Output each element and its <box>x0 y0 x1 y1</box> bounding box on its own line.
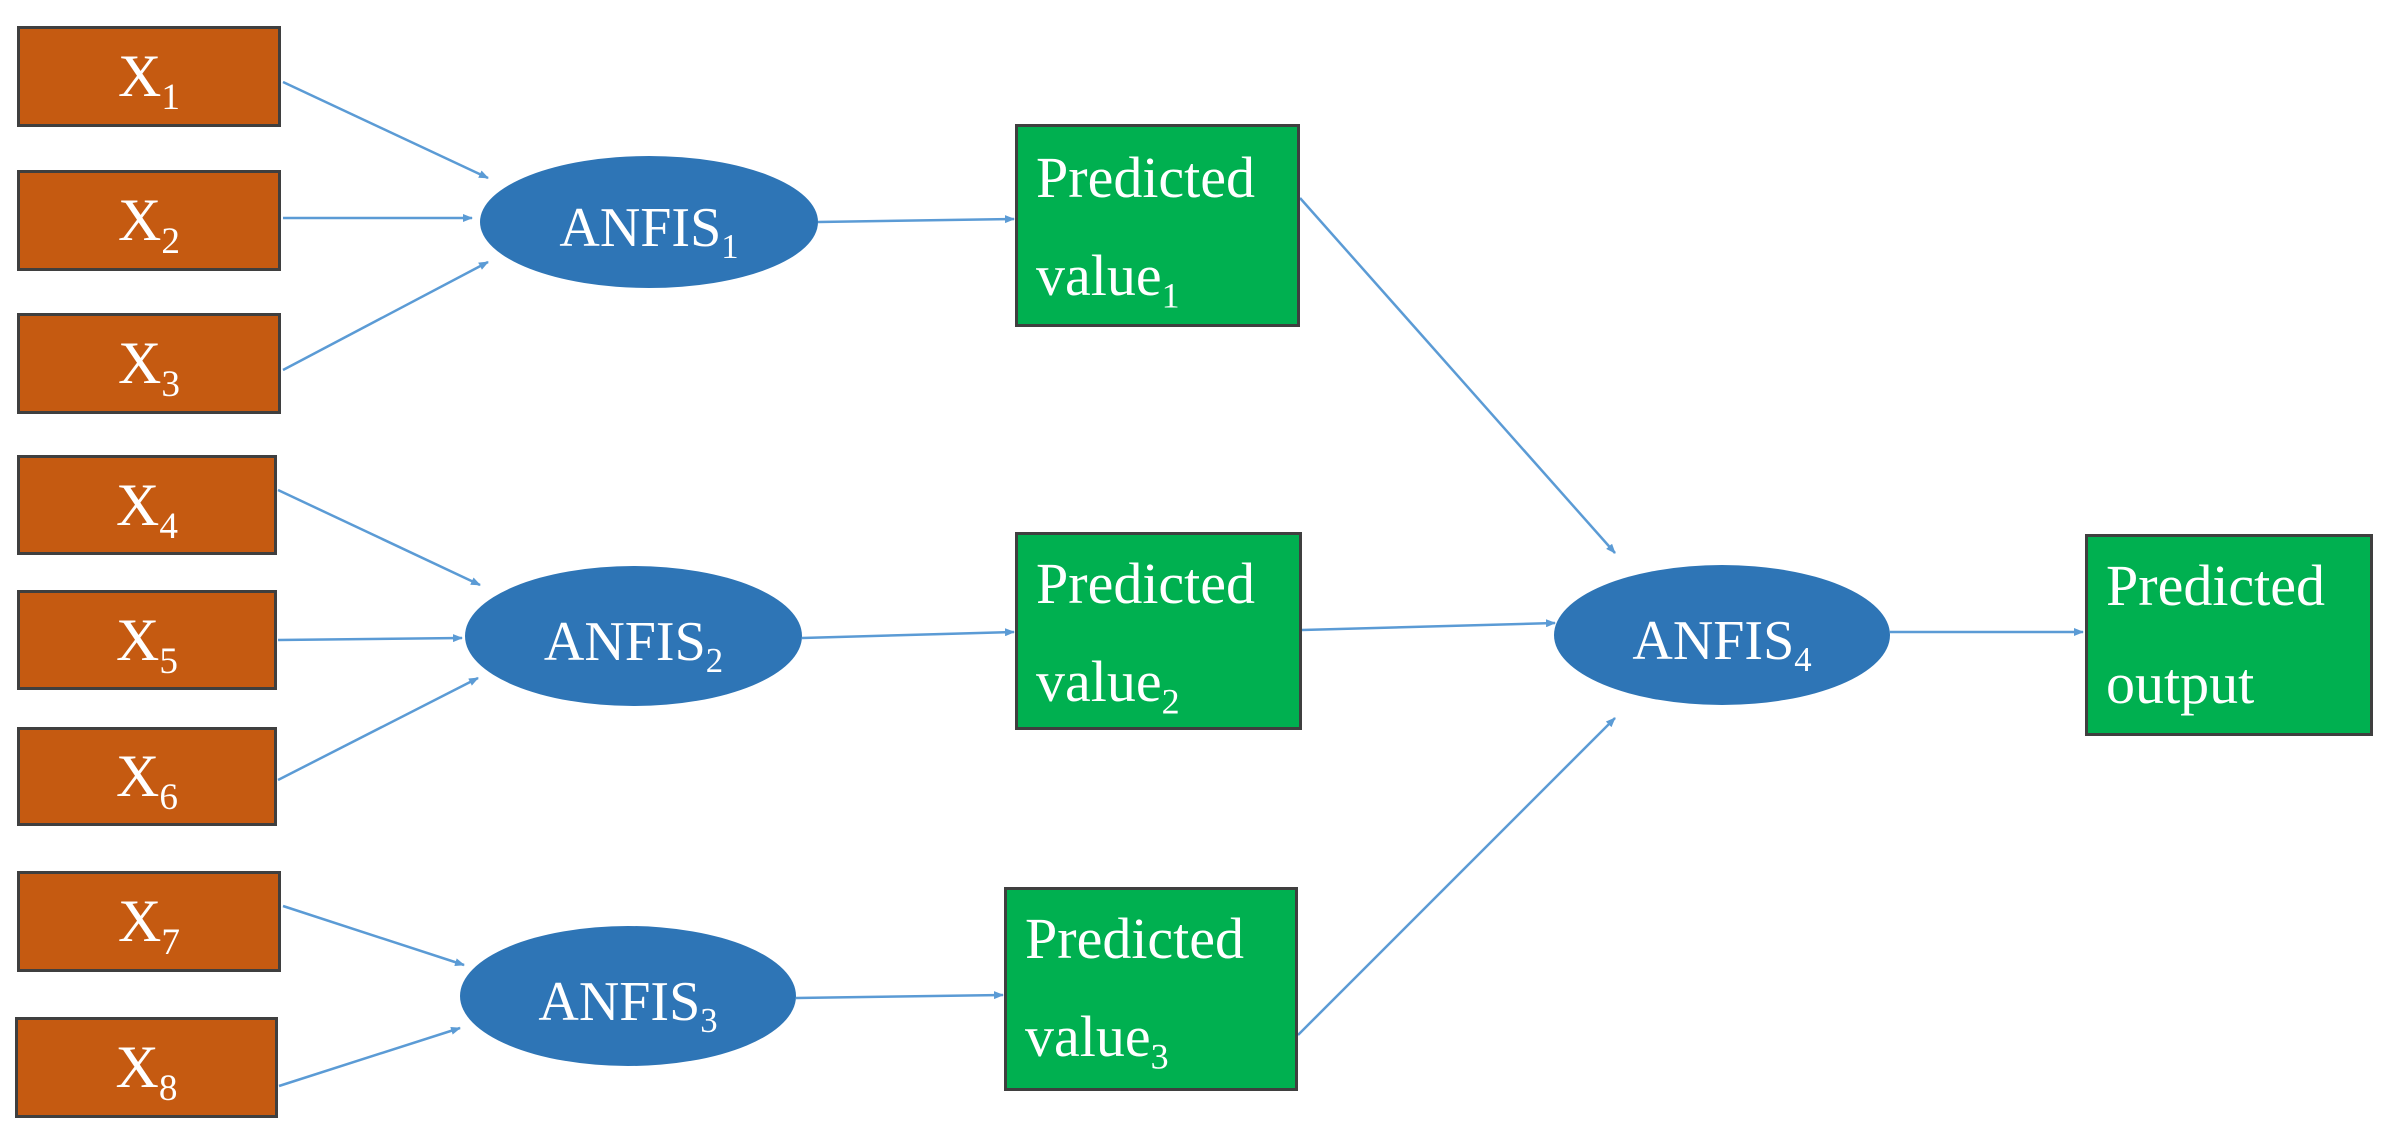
arrow-pv1-anfis4 <box>1299 197 1616 554</box>
input-box-x1: X1 <box>17 26 281 127</box>
output-label-line1: Predicted <box>2106 553 2326 618</box>
arrow-x1-anfis1 <box>282 80 489 180</box>
input-box-x6: X6 <box>17 727 277 826</box>
arrow-anfis2-pv2 <box>801 628 1015 640</box>
arrow-x7-anfis3 <box>282 904 465 967</box>
input-label: X2 <box>118 187 180 263</box>
predicted-label: Predicted <box>1036 551 1256 616</box>
predicted-label: Predicted <box>1025 906 1245 971</box>
predicted-output-box: Predicted output <box>2085 534 2373 736</box>
anfis-label: ANFIS1 <box>559 197 739 267</box>
input-box-x2: X2 <box>17 170 281 271</box>
arrow-pv3-anfis4 <box>1297 717 1616 1036</box>
input-label: X6 <box>116 743 178 819</box>
predicted-value-label: value2 <box>1036 649 1180 722</box>
arrow-x4-anfis2 <box>277 488 481 587</box>
predicted-value-box-2: Predicted value2 <box>1015 532 1302 730</box>
anfis-label: ANFIS4 <box>1632 610 1812 680</box>
arrow-x5-anfis2 <box>277 634 463 643</box>
arrow-x8-anfis3 <box>278 1026 461 1088</box>
anfis-node-1: ANFIS1 <box>480 156 818 288</box>
predicted-value-label: value1 <box>1036 243 1180 316</box>
arrow-x6-anfis2 <box>277 676 479 782</box>
predicted-value-box-3: Predicted value3 <box>1004 887 1298 1091</box>
input-box-x4: X4 <box>17 455 277 555</box>
arrow-pv2-anfis4 <box>1301 619 1556 632</box>
input-box-x3: X3 <box>17 313 281 414</box>
input-label: X7 <box>118 888 180 964</box>
arrow-x3-anfis1 <box>282 260 489 372</box>
anfis-node-3: ANFIS3 <box>460 926 796 1066</box>
arrow-anfis1-pv1 <box>817 215 1015 224</box>
input-box-x5: X5 <box>17 590 277 690</box>
output-label-line2: output <box>2106 651 2255 716</box>
predicted-value-label: value3 <box>1025 1004 1169 1077</box>
anfis-node-4: ANFIS4 <box>1554 565 1890 705</box>
anfis-label: ANFIS3 <box>538 971 718 1041</box>
input-label: X5 <box>116 606 178 682</box>
input-label: X8 <box>115 1034 178 1110</box>
predicted-value-box-1: Predicted value1 <box>1015 124 1300 327</box>
input-box-x8: X8 <box>15 1017 278 1118</box>
anfis-label: ANFIS2 <box>543 611 724 681</box>
input-label: X4 <box>116 471 178 547</box>
arrow-anfis3-pv3 <box>795 991 1004 1000</box>
input-label: X3 <box>118 330 180 406</box>
predicted-label: Predicted <box>1036 145 1256 210</box>
input-label: X1 <box>118 43 180 119</box>
anfis-node-2: ANFIS2 <box>465 566 802 706</box>
input-box-x7: X7 <box>17 871 281 972</box>
